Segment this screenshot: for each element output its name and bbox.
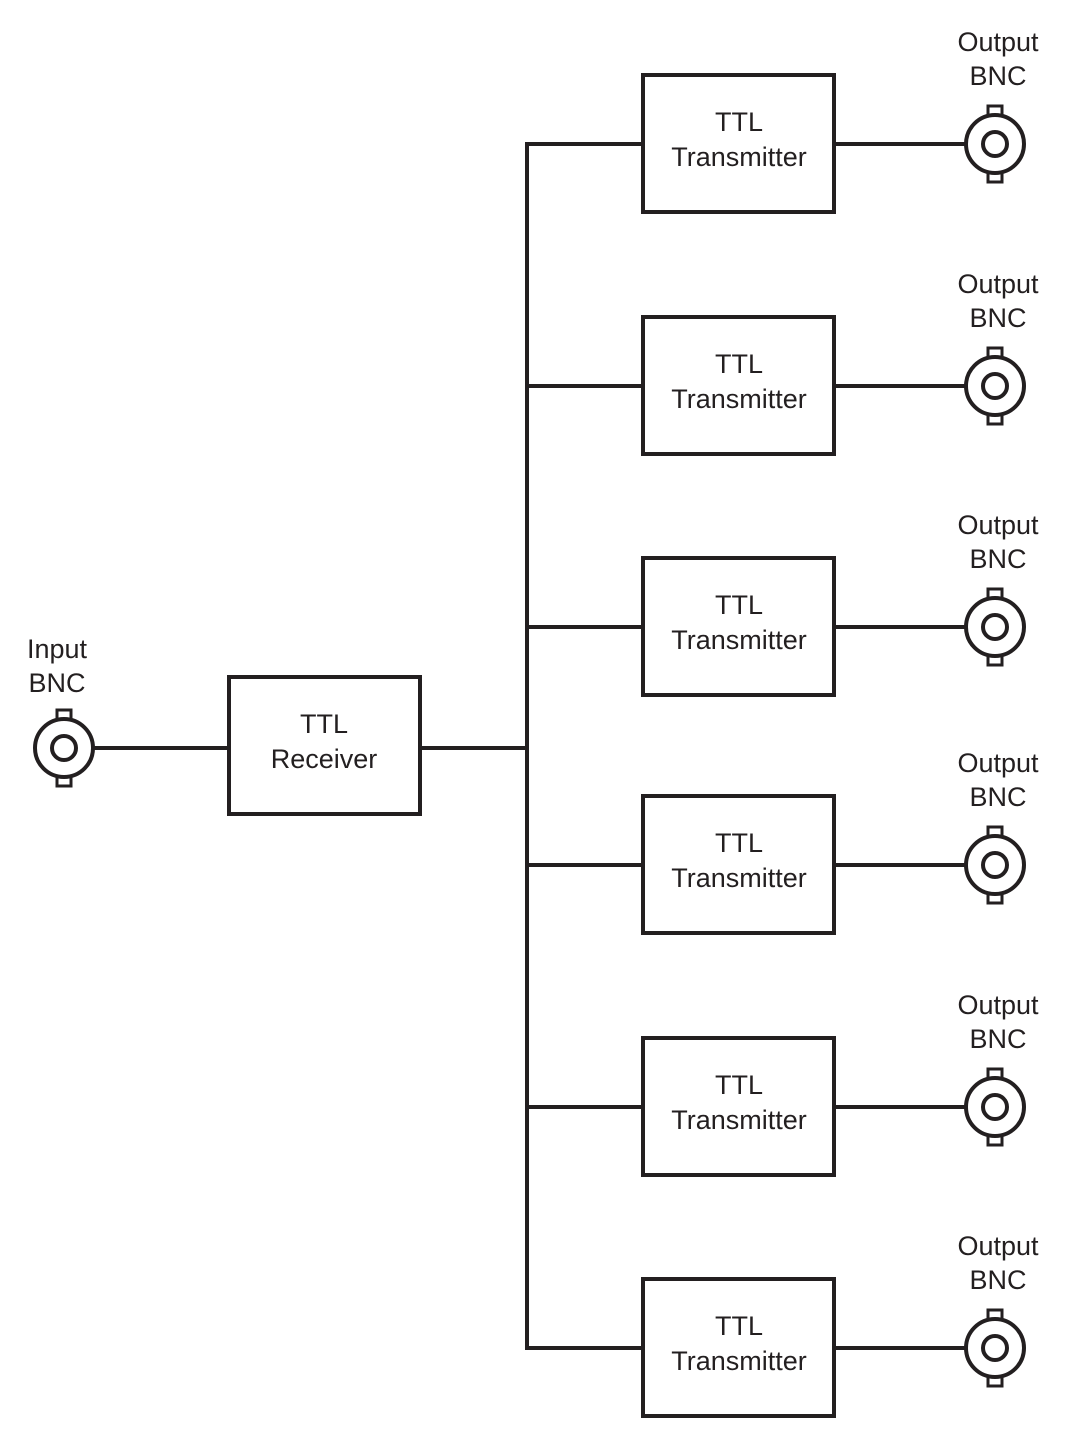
ttl-transmitter-block xyxy=(641,556,836,697)
receiver-label-line1: TTL xyxy=(300,709,348,739)
output-bnc-label-line1: Output xyxy=(957,1231,1039,1261)
output-bnc-label-line1: Output xyxy=(957,748,1039,778)
transmitter-label-line2: Transmitter xyxy=(671,142,807,172)
output-bnc-label-line2: BNC xyxy=(969,1265,1026,1295)
output-bnc-connector-icon xyxy=(964,346,1026,426)
transmitter-label-line1: TTL xyxy=(715,1311,763,1341)
transmitter-label-line2: Transmitter xyxy=(671,1346,807,1376)
ttl-transmitter-block xyxy=(641,1277,836,1418)
transmitter-label-line1: TTL xyxy=(715,349,763,379)
transmitter-label-line1: TTL xyxy=(715,107,763,137)
input-section: Input BNC TTL Receiver xyxy=(27,634,529,816)
output-bnc-connector-icon xyxy=(964,1308,1026,1388)
transmitter-label-line2: Transmitter xyxy=(671,625,807,655)
output-bnc-label-line2: BNC xyxy=(969,544,1026,574)
output-bnc-label-line2: BNC xyxy=(969,1024,1026,1054)
output-bnc-label-line2: BNC xyxy=(969,782,1026,812)
input-bnc-connector-icon xyxy=(33,708,95,788)
output-bnc-label-line1: Output xyxy=(957,990,1039,1020)
output-bnc-label-line1: Output xyxy=(957,27,1039,57)
receiver-label-line2: Receiver xyxy=(271,744,378,774)
transmitter-label-line2: Transmitter xyxy=(671,1105,807,1135)
output-bnc-connector-icon xyxy=(964,104,1026,184)
input-bnc-label-line1: Input xyxy=(27,634,88,664)
transmitter-label-line2: Transmitter xyxy=(671,863,807,893)
output-bnc-label-line1: Output xyxy=(957,269,1039,299)
transmitter-label-line1: TTL xyxy=(715,590,763,620)
output-bnc-connector-icon xyxy=(964,1067,1026,1147)
output-bnc-label-line2: BNC xyxy=(969,303,1026,333)
output-bnc-label-line1: Output xyxy=(957,510,1039,540)
output-bnc-connector-icon xyxy=(964,825,1026,905)
transmitter-label-line1: TTL xyxy=(715,828,763,858)
ttl-transmitter-block xyxy=(641,315,836,456)
output-bnc-connector-icon xyxy=(964,587,1026,667)
ttl-receiver-block: TTL Receiver xyxy=(227,675,422,816)
transmitter-label-line1: TTL xyxy=(715,1070,763,1100)
input-bnc-label-line2: BNC xyxy=(28,668,85,698)
output-bnc-label-line2: BNC xyxy=(969,61,1026,91)
transmitter-label-line2: Transmitter xyxy=(671,384,807,414)
output-channels: TTLTransmitterOutputBNCTTLTransmitterOut… xyxy=(525,27,1039,1418)
